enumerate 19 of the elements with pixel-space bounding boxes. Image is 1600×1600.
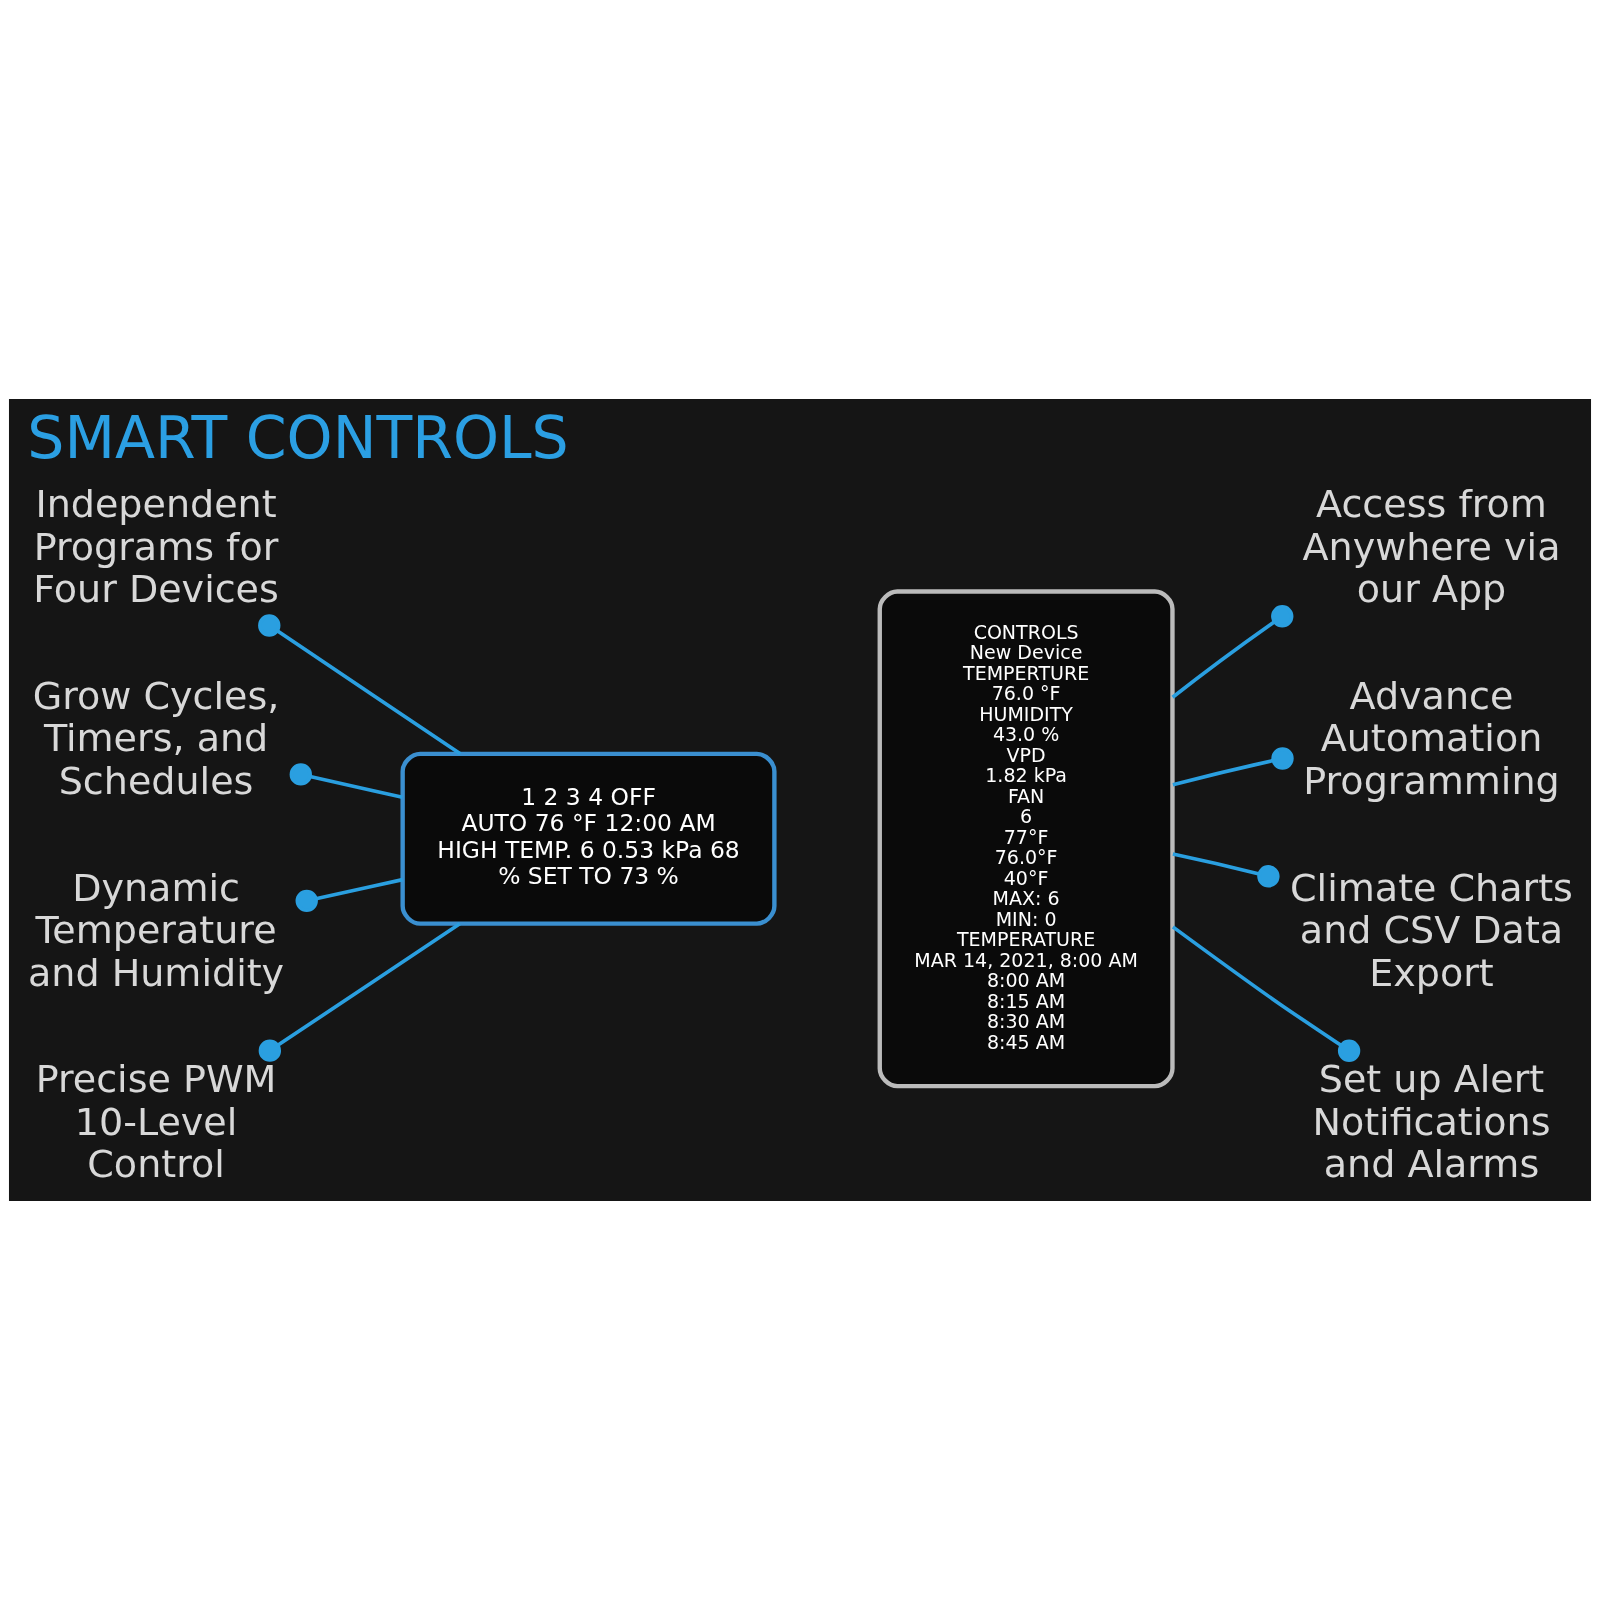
node-box: 1 2 3 4 OFF AUTO 76 °F 12:00 AM HIGH TEMP. 6 0.53 kPa 68 % SET TO 73 % (400, 751, 777, 926)
connector (1171, 605, 1294, 699)
diagram-title: SMART CONTROLS (27, 403, 569, 472)
node-text: Grow Cycles, Timers, and Schedules (32, 673, 280, 803)
node-text: Access from Anywhere via our App (1302, 482, 1561, 612)
connector (258, 922, 461, 1062)
node-text: Independent Programs for Four Devices (33, 482, 279, 612)
connector (258, 614, 462, 756)
node-text: Advance Automation Programming (1303, 673, 1560, 803)
connector (295, 877, 404, 913)
node-text: Set up Alert Notifications and Alarms (1312, 1057, 1551, 1187)
connector (289, 763, 403, 800)
node-text: Dynamic Temperature and Humidity (27, 865, 285, 995)
node-text: Climate Charts and CSV Data Export (1290, 865, 1573, 995)
connector (1172, 852, 1280, 888)
node-box: CONTROLS New Device TEMPERTURE 76.0 °F HUMIDITY 43.0 % VPD 1.82 kPa FAN 6 77°F 76.0°F 40°F MAX: 6 MIN: 0 TEMPERATURE MAR 14, 2021, 8:00 AM 8:00 AM 8:15 AM 8:30 AM 8:45 AM (877, 589, 1175, 1089)
node-text: Precise PWM 10-Level Control (35, 1057, 277, 1187)
connector (1172, 747, 1294, 787)
connector (1171, 925, 1361, 1062)
